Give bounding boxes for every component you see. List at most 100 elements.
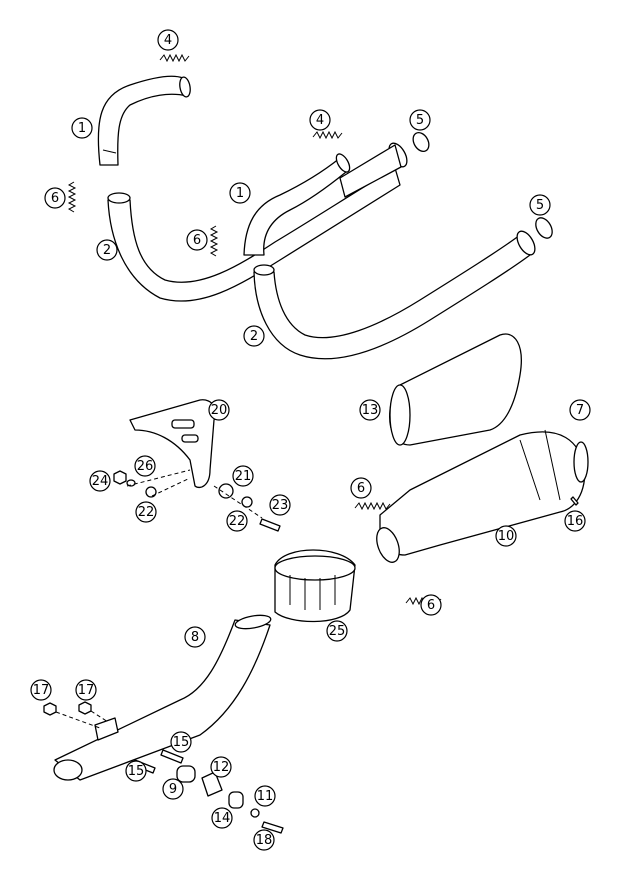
callout-label: 24 <box>92 474 109 489</box>
callout-label: 11 <box>257 789 274 804</box>
callout-10: 10 <box>495 525 517 547</box>
callout-label: 6 <box>357 481 365 496</box>
callout-circle <box>326 620 348 642</box>
callout-14: 14 <box>211 807 233 829</box>
link-pipe-8 <box>53 614 272 781</box>
callout-21: 21 <box>232 465 254 487</box>
callout-25: 25 <box>326 620 348 642</box>
callout-circle <box>495 525 517 547</box>
callout-circle <box>162 778 184 800</box>
callout-circle <box>211 807 233 829</box>
callout-20: 20 <box>208 399 230 421</box>
callout-label: 23 <box>272 498 289 513</box>
callout-23: 23 <box>269 494 291 516</box>
callout-2: 2 <box>243 325 265 347</box>
callout-4: 4 <box>309 109 331 131</box>
clamp-5-upper <box>412 132 430 152</box>
callout-6: 6 <box>44 187 66 209</box>
callout-label: 9 <box>169 782 177 797</box>
header-pipe-2-lower <box>253 230 536 360</box>
callout-9: 9 <box>162 778 184 800</box>
callout-label: 6 <box>427 598 435 613</box>
callout-15: 15 <box>125 760 147 782</box>
callout-11: 11 <box>254 785 276 807</box>
callout-2: 2 <box>96 239 118 261</box>
callout-label: 5 <box>416 113 424 128</box>
spring-6-left <box>67 181 77 213</box>
callout-circle <box>75 679 97 701</box>
callout-circle <box>44 187 66 209</box>
callout-circle <box>309 109 331 131</box>
callout-1: 1 <box>229 182 251 204</box>
callout-label: 21 <box>235 469 252 484</box>
spring-6-middle <box>209 225 219 257</box>
callout-22: 22 <box>135 501 157 523</box>
callout-circle <box>125 760 147 782</box>
spring-4-upper <box>159 53 190 63</box>
callout-12: 12 <box>210 756 232 778</box>
callout-circle <box>229 182 251 204</box>
callout-label: 15 <box>128 764 145 779</box>
callout-circle <box>170 731 192 753</box>
callout-circle <box>96 239 118 261</box>
callout-circle <box>71 117 93 139</box>
silencer-10 <box>376 429 589 563</box>
callout-label: 22 <box>138 505 155 520</box>
callout-15: 15 <box>170 731 192 753</box>
callout-circle <box>30 679 52 701</box>
callout-24: 24 <box>89 470 111 492</box>
callout-16: 16 <box>564 510 586 532</box>
callout-circle <box>210 756 232 778</box>
callout-label: 12 <box>213 760 230 775</box>
callout-4: 4 <box>157 29 179 51</box>
callout-circle <box>243 325 265 347</box>
callout-17: 17 <box>30 679 52 701</box>
mounting-hardware-bracket <box>113 469 281 532</box>
callout-label: 14 <box>214 811 231 826</box>
nuts-17 <box>43 701 109 729</box>
silencer-insulation-13 <box>389 333 522 446</box>
callout-label: 2 <box>250 329 258 344</box>
callout-1: 1 <box>71 117 93 139</box>
callout-label: 10 <box>498 529 515 544</box>
screw-16 <box>570 496 579 506</box>
callout-circle <box>186 229 208 251</box>
callout-18: 18 <box>253 829 275 851</box>
callout-circle <box>420 594 442 616</box>
callout-6: 6 <box>350 477 372 499</box>
callout-6: 6 <box>420 594 442 616</box>
header-pipe-1-upper <box>97 75 191 166</box>
callout-label: 16 <box>567 514 584 529</box>
mounting-hardware-silencer <box>176 765 284 834</box>
callout-circle <box>89 470 111 492</box>
callout-circle <box>564 510 586 532</box>
callout-7: 7 <box>569 399 591 421</box>
header-pipe-1-lower <box>243 153 351 256</box>
callout-label: 2 <box>103 243 111 258</box>
callout-label: 17 <box>78 683 95 698</box>
callout-circle <box>226 510 248 532</box>
clamp-5-lower <box>535 217 553 239</box>
callout-label: 1 <box>78 121 86 136</box>
callout-label: 1 <box>236 186 244 201</box>
callout-circle <box>232 465 254 487</box>
callout-label: 25 <box>329 624 346 639</box>
callout-circle <box>569 399 591 421</box>
callout-13: 13 <box>359 399 381 421</box>
spring-4-right <box>312 130 343 140</box>
callout-5: 5 <box>409 109 431 131</box>
callout-label: 18 <box>256 833 273 848</box>
callout-label: 20 <box>211 403 228 418</box>
callout-label: 15 <box>173 735 190 750</box>
callout-label: 4 <box>316 113 324 128</box>
callout-8: 8 <box>184 626 206 648</box>
callout-17: 17 <box>75 679 97 701</box>
callout-circle <box>184 626 206 648</box>
callout-label: 7 <box>576 403 584 418</box>
callout-circle <box>269 494 291 516</box>
callout-circle <box>208 399 230 421</box>
callout-circle <box>254 785 276 807</box>
callout-label: 8 <box>191 630 199 645</box>
